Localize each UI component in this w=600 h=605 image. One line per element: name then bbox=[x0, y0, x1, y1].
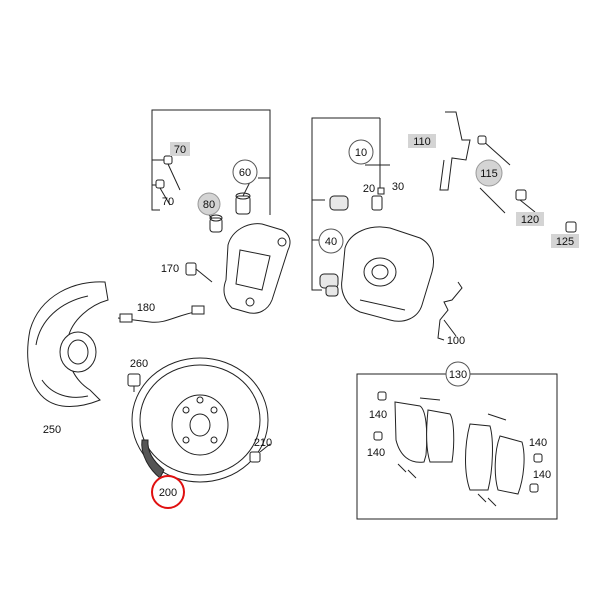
callout-210[interactable]: 210 bbox=[254, 437, 272, 449]
label-115: 115 bbox=[480, 168, 498, 180]
callout-140-a[interactable]: 140 bbox=[369, 409, 387, 421]
label-210: 210 bbox=[254, 437, 272, 449]
label-130: 130 bbox=[449, 369, 467, 381]
pins-115-120[interactable] bbox=[477, 135, 536, 214]
callout-40[interactable]: 40 bbox=[318, 228, 344, 254]
callout-250[interactable]: 250 bbox=[43, 424, 61, 436]
callout-100[interactable]: 100 bbox=[447, 335, 465, 347]
label-20: 20 bbox=[363, 183, 375, 195]
callout-70-bottom[interactable]: 70 bbox=[162, 196, 174, 208]
callout-140-d[interactable]: 140 bbox=[533, 469, 551, 481]
screw-210[interactable] bbox=[249, 443, 271, 463]
pad-bolts-140[interactable] bbox=[373, 391, 543, 493]
label-140-b: 140 bbox=[367, 447, 385, 459]
label-40: 40 bbox=[325, 236, 337, 248]
bleeder-valve[interactable] bbox=[371, 187, 385, 211]
label-180: 180 bbox=[137, 302, 155, 314]
brake-pads[interactable] bbox=[394, 397, 525, 507]
label-140-d: 140 bbox=[533, 469, 551, 481]
label-70-top: 70 bbox=[174, 144, 186, 156]
label-80: 80 bbox=[203, 199, 215, 211]
group-10-bracket-lines bbox=[311, 117, 390, 291]
label-30: 30 bbox=[392, 181, 404, 193]
label-60: 60 bbox=[239, 167, 251, 179]
callout-10[interactable]: 10 bbox=[348, 139, 374, 165]
callout-30[interactable]: 30 bbox=[392, 181, 404, 193]
dust-shield[interactable] bbox=[27, 281, 109, 407]
label-170: 170 bbox=[161, 263, 179, 275]
callout-110[interactable]: 110 bbox=[408, 134, 436, 148]
bushing-80[interactable] bbox=[209, 214, 223, 233]
callout-120[interactable]: 120 bbox=[516, 212, 544, 226]
label-10: 10 bbox=[355, 147, 367, 159]
callout-140-c[interactable]: 140 bbox=[529, 437, 547, 449]
bolts-70[interactable] bbox=[155, 155, 181, 206]
callout-115[interactable]: 115 bbox=[475, 159, 503, 187]
callout-80[interactable]: 80 bbox=[197, 192, 221, 216]
bolt-125[interactable] bbox=[565, 221, 577, 233]
callout-140-b[interactable]: 140 bbox=[367, 447, 385, 459]
bushing-60[interactable] bbox=[235, 192, 251, 215]
spring-clip[interactable] bbox=[439, 111, 471, 191]
label-260: 260 bbox=[130, 358, 148, 370]
callout-260[interactable]: 260 bbox=[130, 358, 148, 370]
callout-70-top[interactable]: 70 bbox=[170, 142, 190, 156]
callout-180[interactable]: 180 bbox=[137, 302, 155, 314]
label-100: 100 bbox=[447, 335, 465, 347]
callout-60[interactable]: 60 bbox=[232, 159, 258, 185]
label-250: 250 bbox=[43, 424, 61, 436]
label-70-bottom: 70 bbox=[162, 196, 174, 208]
label-120: 120 bbox=[521, 214, 539, 226]
label-140-c: 140 bbox=[529, 437, 547, 449]
callout-170[interactable]: 170 bbox=[161, 263, 179, 275]
pad-kit-box bbox=[356, 373, 558, 520]
callout-20[interactable]: 20 bbox=[363, 183, 375, 195]
anti-rattle-spring[interactable] bbox=[437, 281, 463, 341]
guide-pins[interactable] bbox=[319, 195, 349, 297]
callout-130[interactable]: 130 bbox=[445, 361, 471, 387]
label-125: 125 bbox=[556, 236, 574, 248]
caliper-carrier[interactable] bbox=[223, 223, 291, 314]
label-200: 200 bbox=[159, 487, 177, 499]
label-140-a: 140 bbox=[369, 409, 387, 421]
bolt-260[interactable] bbox=[127, 373, 141, 392]
bolt-170[interactable] bbox=[185, 262, 213, 283]
callout-200-highlighted[interactable]: 200 bbox=[151, 475, 185, 509]
label-110: 110 bbox=[413, 136, 431, 148]
callout-125[interactable]: 125 bbox=[551, 234, 579, 248]
brake-caliper[interactable] bbox=[341, 226, 434, 322]
brake-disc[interactable] bbox=[131, 357, 269, 483]
wear-sensor[interactable] bbox=[117, 305, 205, 323]
